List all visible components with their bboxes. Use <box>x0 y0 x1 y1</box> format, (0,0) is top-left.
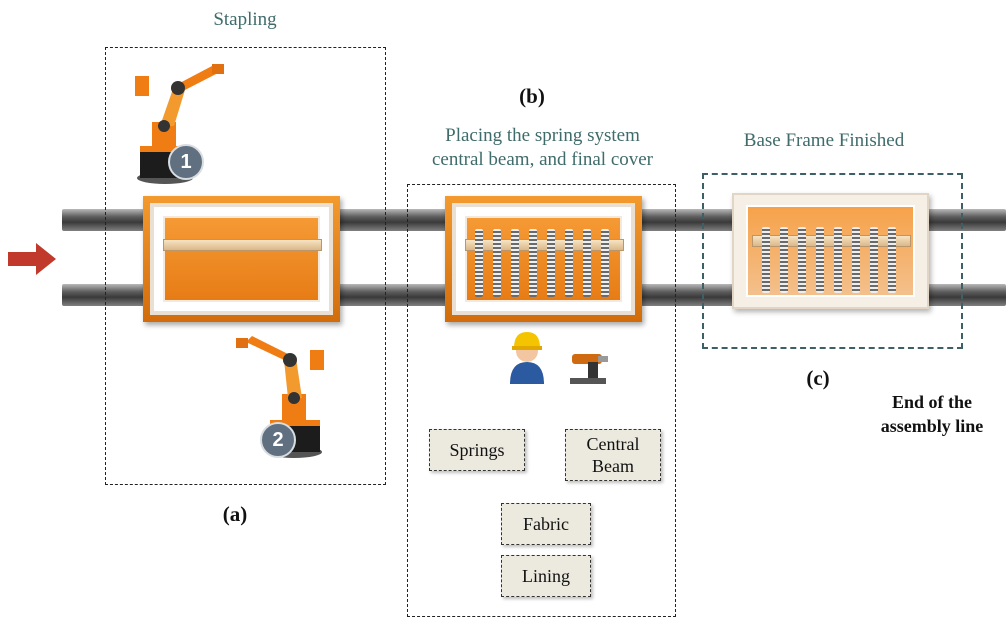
worker-icon <box>510 332 544 384</box>
stage-c-label: (c) <box>806 366 830 390</box>
robot-1: 1 <box>130 60 230 185</box>
springs-material: Springs <box>429 429 525 471</box>
stage-c-title: Base Frame Finished <box>743 130 905 151</box>
lining-material: Lining <box>501 555 591 597</box>
frame-inner <box>150 203 333 315</box>
spring <box>780 227 788 293</box>
fabric-label: Fabric <box>523 514 569 534</box>
stage-b-title-line1: Placing the spring system <box>445 125 640 146</box>
spring <box>762 227 770 293</box>
spring <box>511 229 519 297</box>
central-beam-label-line1: Central <box>586 434 640 454</box>
spring <box>798 227 806 293</box>
stage-b-title-line2: central beam, and final cover <box>431 149 654 170</box>
spring <box>529 229 537 297</box>
input-arrow-icon <box>8 243 56 275</box>
spring <box>493 229 501 297</box>
end-of-line-line2: assembly line <box>880 416 984 436</box>
frame-core <box>746 205 915 297</box>
stage-a-label: (a) <box>222 502 248 526</box>
robot-2: 2 <box>232 328 332 458</box>
robot-1-badge: 1 <box>168 144 204 180</box>
fabric-material: Fabric <box>501 503 591 545</box>
spring <box>816 227 824 293</box>
spring <box>583 229 591 297</box>
spring <box>888 227 896 293</box>
lining-label: Lining <box>522 566 570 586</box>
stapling-title: Stapling <box>213 9 277 30</box>
frame-stage-c <box>732 193 929 309</box>
stage-b-title: Placing the spring system central beam, … <box>400 124 685 172</box>
central-beam-material: Central Beam <box>565 429 661 481</box>
stage-b-box <box>407 184 676 617</box>
robot-2-badge-label: 2 <box>272 429 284 451</box>
frame-core <box>465 216 622 302</box>
robot-1-badge-label: 1 <box>180 151 192 173</box>
end-of-line-text: End of the assembly line <box>862 390 1002 438</box>
spring <box>565 229 573 297</box>
stage-b-label: (b) <box>519 84 545 108</box>
end-of-line-line1: End of the <box>891 392 972 412</box>
robot-2-badge: 2 <box>260 422 296 458</box>
spring <box>547 229 555 297</box>
frame-stage-a <box>143 196 340 322</box>
stage-a-box <box>105 47 386 485</box>
spring <box>601 229 609 297</box>
frame-stage-b <box>445 196 642 322</box>
spring <box>475 229 483 297</box>
springs-label: Springs <box>449 440 505 460</box>
spring <box>852 227 860 293</box>
spring <box>870 227 878 293</box>
spring <box>834 227 842 293</box>
central-beam-label-line2: Beam <box>592 456 634 476</box>
central-beam <box>163 239 322 251</box>
stapler-tool-icon <box>570 354 608 384</box>
frame-core <box>163 216 320 302</box>
stage-c-box <box>702 173 963 349</box>
